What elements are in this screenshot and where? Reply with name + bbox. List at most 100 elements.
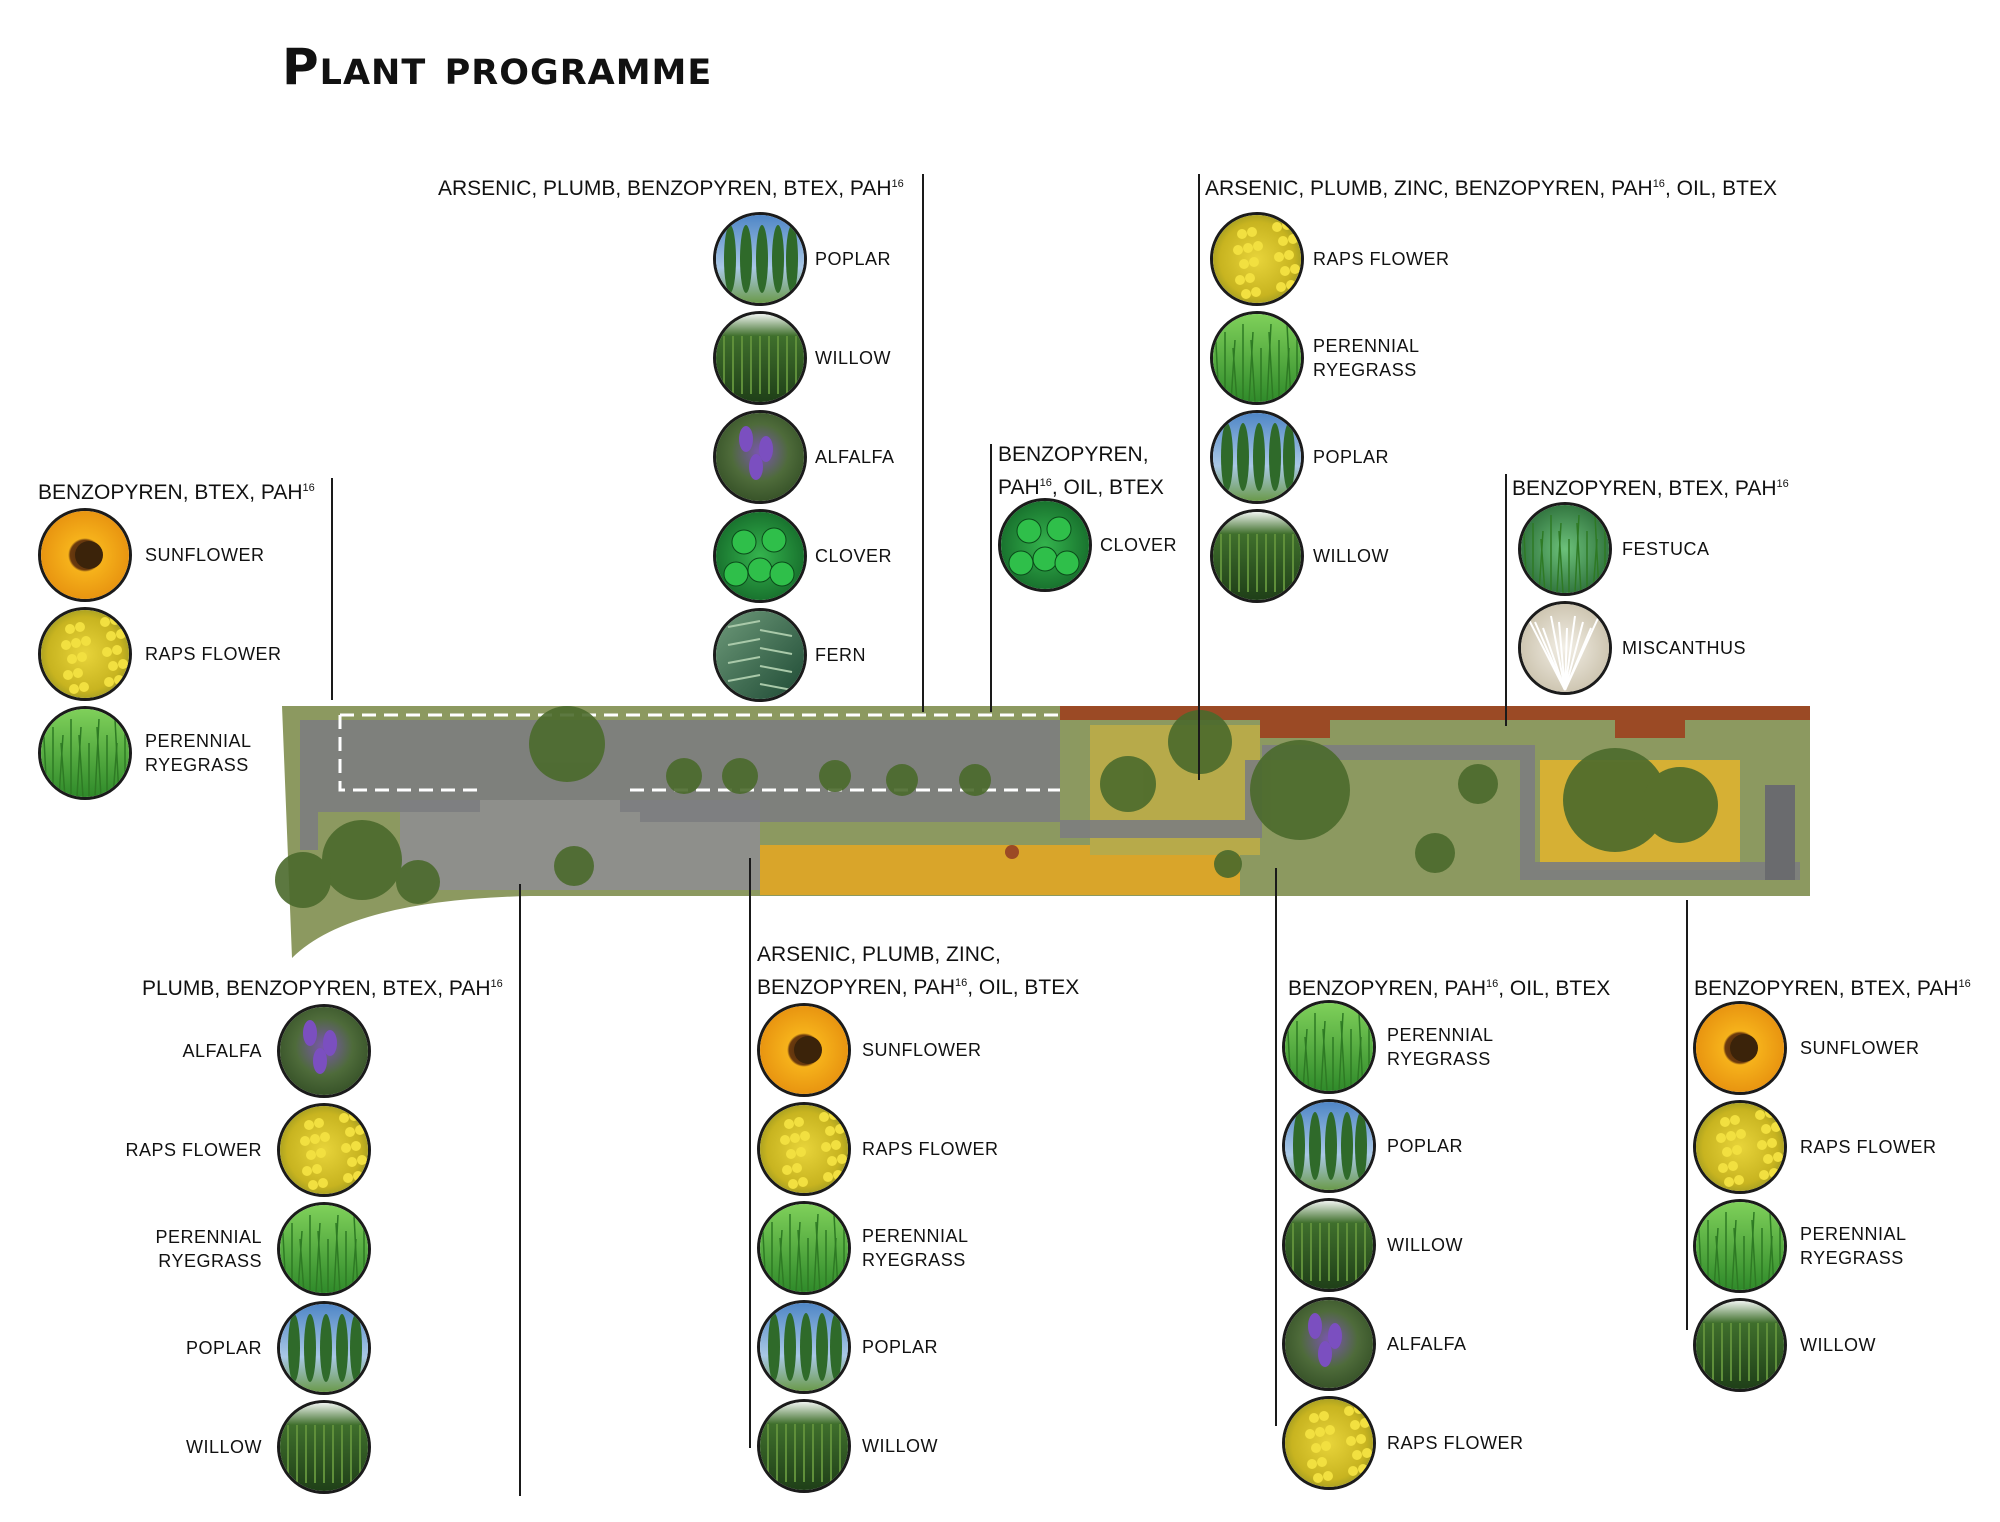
group-heading: ARSENIC, PLUMB, BENZOPYREN, BTEX, PAH16 [438, 170, 904, 203]
heading-superscript: 16 [302, 482, 315, 494]
group-heading: ARSENIC, PLUMB, ZINC, BENZOPYREN, PAH16, … [757, 940, 1079, 1002]
willow-icon [1693, 1298, 1787, 1392]
group-heading: PLUMB, BENZOPYREN, BTEX, PAH16 [142, 970, 503, 1003]
heading-line: PAH16, OIL, BTEX [998, 469, 1164, 502]
heading-line: BENZOPYREN, [998, 443, 1149, 466]
heading-text: BENZOPYREN, BTEX, PAH [38, 481, 303, 504]
heading-text: BENZOPYREN, BTEX, PAH [1512, 477, 1777, 500]
plant-label: PERENNIAL RYEGRASS [1313, 336, 1419, 380]
perennial-ryegrass-icon [38, 706, 132, 800]
site-plan-rust-block [1615, 710, 1685, 738]
raps-flower-icon [38, 607, 132, 701]
raps-flower-icon [757, 1102, 851, 1196]
heading-text: ARSENIC, PLUMB, BENZOPYREN, BTEX, PAH [438, 177, 892, 200]
perennial-ryegrass-icon [1210, 311, 1304, 405]
heading-text: , OIL, BTEX [1664, 177, 1777, 200]
perennial-ryegrass-icon [757, 1201, 851, 1295]
plant-label: RAPS FLOWER [145, 644, 282, 664]
plant-label: RAPS FLOWER [1313, 249, 1450, 269]
plant-label: ALFALFA [1387, 1334, 1467, 1354]
site-plan-terrace-outline [338, 713, 1060, 792]
sunflower-icon [1693, 1001, 1787, 1095]
poplar-icon [713, 212, 807, 306]
plant-label: RAPS FLOWER [125, 1140, 262, 1160]
plant-label: ALFALFA [815, 447, 895, 467]
raps-flower-icon [277, 1103, 371, 1197]
plant-label: RAPS FLOWER [1387, 1433, 1524, 1453]
site-plan-path [300, 720, 1800, 880]
willow-icon [1282, 1198, 1376, 1292]
poplar-icon [277, 1301, 371, 1395]
leader-line [922, 174, 924, 712]
raps-flower-icon [1693, 1100, 1787, 1194]
plant-label: POPLAR [1313, 447, 1390, 467]
raps-flower-icon [1210, 212, 1304, 306]
poplar-icon [1282, 1099, 1376, 1193]
plant-label: WILLOW [185, 1437, 262, 1457]
clover-icon [713, 509, 807, 603]
plant-label: PERENNIAL RYEGRASS [155, 1227, 262, 1271]
plant-label: WILLOW [862, 1436, 939, 1456]
heading-text: BENZOPYREN, BTEX, PAH [1694, 977, 1959, 1000]
plant-label: RAPS FLOWER [862, 1139, 999, 1159]
plant-label: PERENNIAL RYEGRASS [145, 731, 251, 775]
plant-label: WILLOW [1313, 546, 1390, 566]
willow-icon [277, 1400, 371, 1494]
willow-icon [757, 1399, 851, 1493]
festuca-icon [1518, 502, 1612, 596]
group-heading: BENZOPYREN, BTEX, PAH16 [1512, 470, 1789, 503]
clover-icon [998, 498, 1092, 592]
plant-label: ALFALFA [182, 1041, 262, 1061]
heading-superscript: 16 [1485, 978, 1499, 990]
plant-label: FERN [815, 645, 866, 665]
group-heading: BENZOPYREN, PAH16, OIL, BTEX [998, 440, 1164, 502]
heading-text: , OIL, BTEX [1051, 476, 1164, 499]
group-heading: ARSENIC, PLUMB, ZINC, BENZOPYREN, PAH16,… [1205, 170, 1777, 203]
plant-label: WILLOW [1800, 1335, 1877, 1355]
alfalfa-icon [277, 1004, 371, 1098]
poplar-icon [757, 1300, 851, 1394]
leader-line [1505, 474, 1507, 726]
heading-text: ARSENIC, PLUMB, ZINC, BENZOPYREN, PAH [1205, 177, 1653, 200]
heading-line: ARSENIC, PLUMB, ZINC, [757, 943, 1001, 966]
sunflower-icon [757, 1003, 851, 1097]
site-plan-steps [1765, 785, 1795, 880]
site-plan-rust-block [1260, 710, 1330, 738]
heading-superscript: 16 [1958, 978, 1971, 990]
leader-line [749, 858, 751, 1448]
leader-line [519, 884, 521, 1496]
sunflower-icon [38, 508, 132, 602]
site-plan-marker [1005, 845, 1019, 859]
plant-label: SUNFLOWER [145, 545, 265, 565]
alfalfa-icon [1282, 1297, 1376, 1391]
group-heading: BENZOPYREN, BTEX, PAH16 [1694, 970, 1971, 1003]
heading-text: BENZOPYREN, PAH [1288, 977, 1486, 1000]
plant-label: POPLAR [1387, 1136, 1464, 1156]
heading-superscript: 16 [1776, 478, 1789, 490]
raps-flower-icon [1282, 1396, 1376, 1490]
heading-text: BENZOPYREN, PAH [757, 976, 955, 999]
heading-superscript: 16 [954, 977, 968, 989]
page-title: Plant programme [282, 38, 713, 96]
plant-label: PERENNIAL RYEGRASS [1800, 1224, 1906, 1268]
heading-superscript: 16 [490, 978, 503, 990]
heading-text: PAH [998, 476, 1040, 499]
heading-text: , OIL, BTEX [967, 976, 1080, 999]
plant-label: WILLOW [815, 348, 892, 368]
leader-line [1198, 174, 1200, 780]
plant-label: SUNFLOWER [1800, 1038, 1920, 1058]
site-plan-trees [275, 706, 1718, 908]
group-heading: BENZOPYREN, PAH16, OIL, BTEX [1288, 970, 1610, 1003]
leader-line [990, 444, 992, 712]
leader-line [1275, 868, 1277, 1426]
alfalfa-icon [713, 410, 807, 504]
plant-label: WILLOW [1387, 1235, 1464, 1255]
plant-label: PERENNIAL RYEGRASS [862, 1226, 968, 1270]
perennial-ryegrass-icon [1282, 1000, 1376, 1094]
plant-label: CLOVER [815, 546, 893, 566]
group-heading: BENZOPYREN, BTEX, PAH16 [38, 474, 315, 507]
heading-superscript: 16 [1652, 178, 1665, 190]
willow-icon [1210, 509, 1304, 603]
plant-label: FESTUCA [1622, 539, 1710, 559]
